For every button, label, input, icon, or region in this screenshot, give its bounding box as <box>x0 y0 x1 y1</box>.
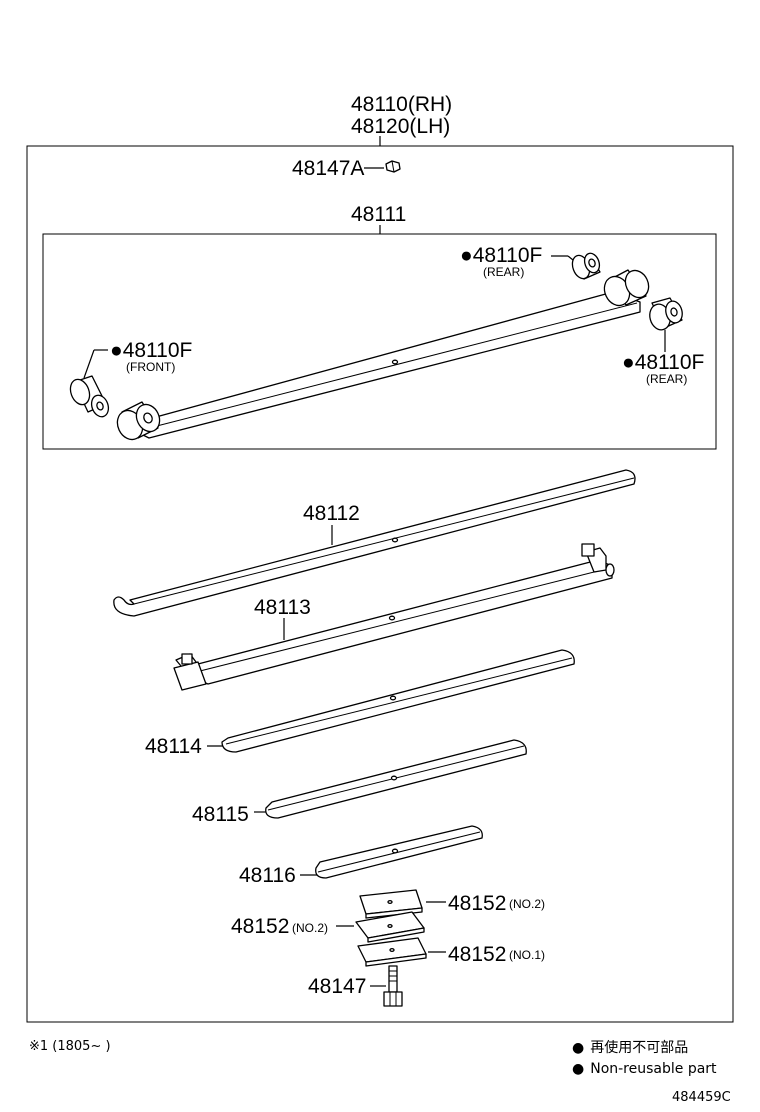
assembly-number-lh: 48120(LH) <box>351 115 450 138</box>
non-reusable-dot-icon: ● <box>622 351 635 374</box>
figure-id: 484459C <box>672 1090 731 1105</box>
assembly-number-rh: 48110(RH) <box>351 93 452 116</box>
spacer-upper-label: 48152 <box>448 892 506 915</box>
legend-japanese: ●再使用不可部品 <box>572 1039 688 1056</box>
spacer-mid-label: 48152 <box>231 915 289 938</box>
leaf-48116-icon <box>315 825 483 879</box>
part-48147-label: 48147 <box>308 975 366 998</box>
non-reusable-dot-icon: ● <box>460 244 473 267</box>
leaf-48113-icon <box>173 543 615 691</box>
non-reusable-dot-icon: ● <box>572 1061 584 1077</box>
bush-rear-right-icon <box>649 297 683 331</box>
center-bolt-icon <box>383 965 403 1007</box>
nut-icon <box>385 160 401 173</box>
spacer-upper-icon <box>359 889 423 919</box>
bush-rear-right-note: (REAR) <box>646 372 687 386</box>
bush-rear-top-note: (REAR) <box>483 265 524 279</box>
part-48111-label: 48111 <box>351 203 406 226</box>
leaf-48112-icon <box>113 469 636 617</box>
spacer-lower-label: 48152 <box>448 943 506 966</box>
leaf-48114-icon <box>221 649 575 753</box>
spacer-upper-note: (NO.2) <box>509 897 545 911</box>
bush-front-icon <box>69 375 110 418</box>
part-48113-label: 48113 <box>254 596 311 619</box>
bush-rear-top-label: ●48110F <box>460 244 542 267</box>
spacer-mid-note: (NO.2) <box>292 921 328 935</box>
bush-front-leader-d <box>83 349 95 379</box>
legend-english: ●Non-reusable part <box>572 1061 717 1077</box>
bush-front-note: (FRONT) <box>126 360 175 374</box>
spacer-mid-icon <box>355 911 425 943</box>
bush-front-label: ●48110F <box>110 339 192 362</box>
spacer-lower-note: (NO.1) <box>509 948 545 962</box>
part-48114-label: 48114 <box>145 735 202 758</box>
bush-rear-top-icon <box>571 252 601 280</box>
non-reusable-dot-icon: ● <box>110 339 123 362</box>
part-48115-label: 48115 <box>192 803 249 826</box>
footnote: ※1 (1805~ ) <box>29 1039 111 1054</box>
part-48147a-label: 48147A <box>292 157 364 180</box>
spacer-lower-icon <box>357 937 427 967</box>
leaf-48115-icon <box>265 739 527 819</box>
bush-rear-right-label: ●48110F <box>622 351 704 374</box>
part-48112-label: 48112 <box>303 502 360 525</box>
main-leaf-spring-icon <box>116 269 650 441</box>
non-reusable-dot-icon: ● <box>572 1040 584 1056</box>
main-leaf-frame <box>42 233 717 450</box>
part-48116-label: 48116 <box>239 864 296 887</box>
assembly-frame <box>26 145 734 1023</box>
